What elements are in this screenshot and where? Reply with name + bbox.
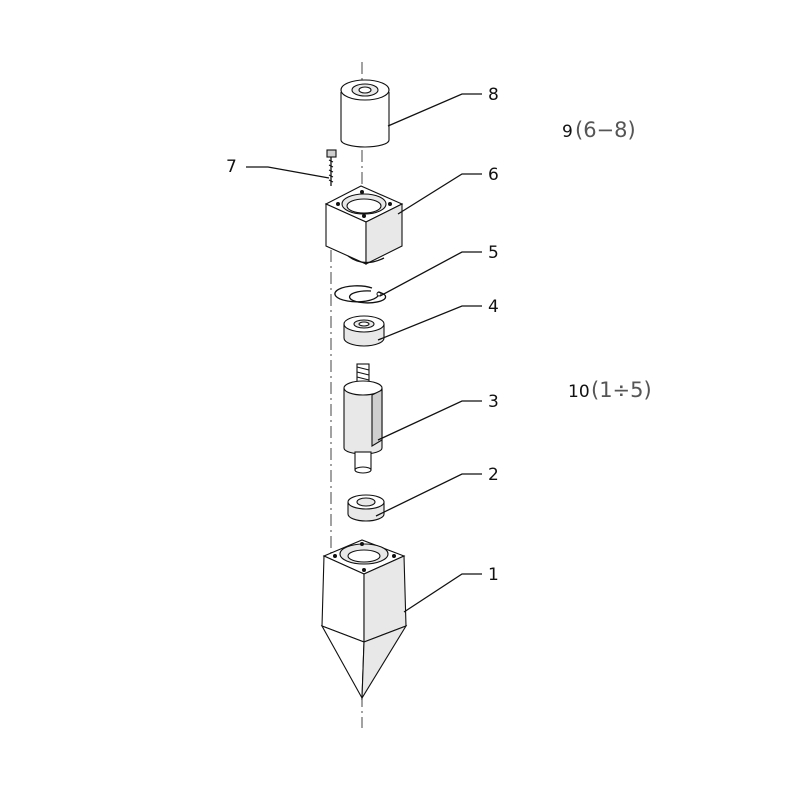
- callout-3: 3: [488, 392, 499, 412]
- leader-6: [397, 173, 482, 215]
- leader-8: [387, 93, 482, 127]
- part-3-shaft: [343, 363, 383, 474]
- group-9-number: 9: [562, 122, 573, 142]
- group-9-range: (6−8): [575, 118, 636, 142]
- part-5-retaining-ring: [334, 285, 387, 304]
- part-1-conical-body: [320, 539, 408, 701]
- leader-1: [403, 573, 482, 613]
- leader-lines: [246, 93, 482, 613]
- callout-8: 8: [488, 85, 499, 105]
- callout-6: 6: [488, 165, 499, 185]
- callout-5: 5: [488, 243, 499, 263]
- callout-4: 4: [488, 297, 499, 317]
- leader-3: [377, 400, 482, 441]
- part-7-bolt: [326, 149, 337, 186]
- group-10-number: 10: [568, 382, 590, 402]
- part-2-bearing: [347, 494, 385, 522]
- part-6-housing: [324, 185, 404, 265]
- leader-4: [377, 305, 482, 341]
- callout-2: 2: [488, 465, 499, 485]
- leader-7: [246, 166, 330, 179]
- callout-1: 1: [488, 565, 499, 585]
- callout-7: 7: [226, 157, 237, 177]
- part-4-bearing: [343, 315, 385, 347]
- leader-2: [375, 473, 482, 517]
- group-10-range: (1÷5): [591, 378, 652, 402]
- leader-5: [379, 251, 482, 297]
- part-8-sleeve: [340, 79, 390, 148]
